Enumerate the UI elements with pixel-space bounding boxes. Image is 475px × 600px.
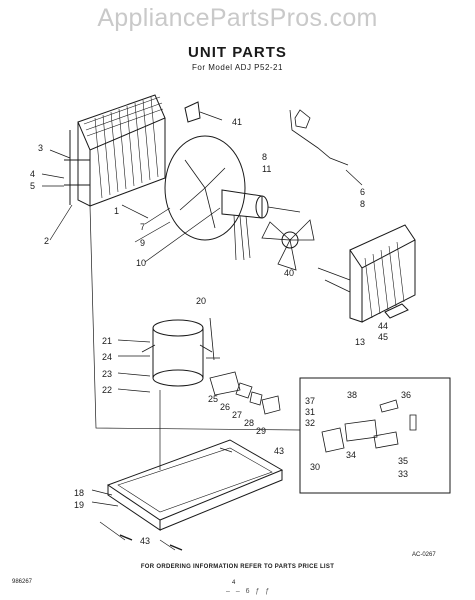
callout-8-upper: 8: [262, 152, 267, 162]
callout-29: 29: [256, 426, 266, 436]
callout-28: 28: [244, 418, 254, 428]
callout-26: 26: [220, 402, 230, 412]
callout-2: 2: [44, 236, 49, 246]
callout-8-lower: 8: [360, 199, 365, 209]
callout-36: 36: [401, 390, 411, 400]
callout-3: 3: [38, 143, 43, 153]
callout-30: 30: [310, 462, 320, 472]
callout-44: 44: [378, 321, 388, 331]
ordering-note: FOR ORDERING INFORMATION REFER TO PARTS …: [140, 564, 335, 570]
callout-45: 45: [378, 332, 388, 342]
model-subtitle: For Model ADJ P52-21: [192, 63, 283, 72]
callout-41: 41: [232, 117, 242, 127]
document-number: 986267: [12, 579, 33, 585]
condenser-coil: [64, 94, 166, 207]
callout-37: 37: [305, 396, 315, 406]
callout-10: 10: [136, 258, 146, 268]
callout-32: 32: [305, 418, 315, 428]
callout-7: 7: [140, 222, 145, 232]
callout-18: 18: [74, 488, 84, 498]
callout-13: 13: [355, 337, 365, 347]
callout-4: 4: [30, 169, 35, 179]
page-title: UNIT PARTS: [188, 44, 287, 61]
callout-38: 38: [347, 390, 357, 400]
callout-43-lower: 43: [140, 536, 150, 546]
callout-40: 40: [284, 268, 294, 278]
evaporator-coil: [317, 224, 416, 323]
diagram-code: AC-0267: [412, 552, 436, 558]
callout-35: 35: [398, 456, 408, 466]
callout-11: 11: [262, 164, 271, 174]
callout-5: 5: [30, 181, 35, 191]
callout-1: 1: [114, 206, 119, 216]
compressor: [141, 319, 213, 387]
page-number: 4: [232, 580, 236, 586]
callout-23: 23: [102, 369, 112, 379]
callout-6: 6: [360, 187, 365, 197]
callout-21: 21: [102, 336, 112, 346]
callout-34: 34: [346, 450, 356, 460]
callout-43-upper: 43: [274, 446, 284, 456]
control-box-inset: [299, 377, 451, 494]
callout-27: 27: [232, 410, 242, 420]
base-pan: [106, 439, 284, 531]
evaporator-fan-motor: [164, 135, 301, 261]
condenser-fan-blade: [261, 219, 315, 271]
handwritten-scribble: ‒ ‒ 6 ƒ ƒ: [226, 588, 272, 595]
callout-22: 22: [102, 385, 112, 395]
callout-9: 9: [140, 238, 145, 248]
watermark: AppliancePartsPros.com: [97, 4, 378, 32]
callout-19: 19: [74, 500, 84, 510]
callout-25: 25: [208, 394, 218, 404]
callout-33: 33: [398, 469, 408, 479]
callout-31: 31: [305, 407, 315, 417]
callout-24: 24: [102, 352, 112, 362]
callout-20: 20: [196, 296, 206, 306]
